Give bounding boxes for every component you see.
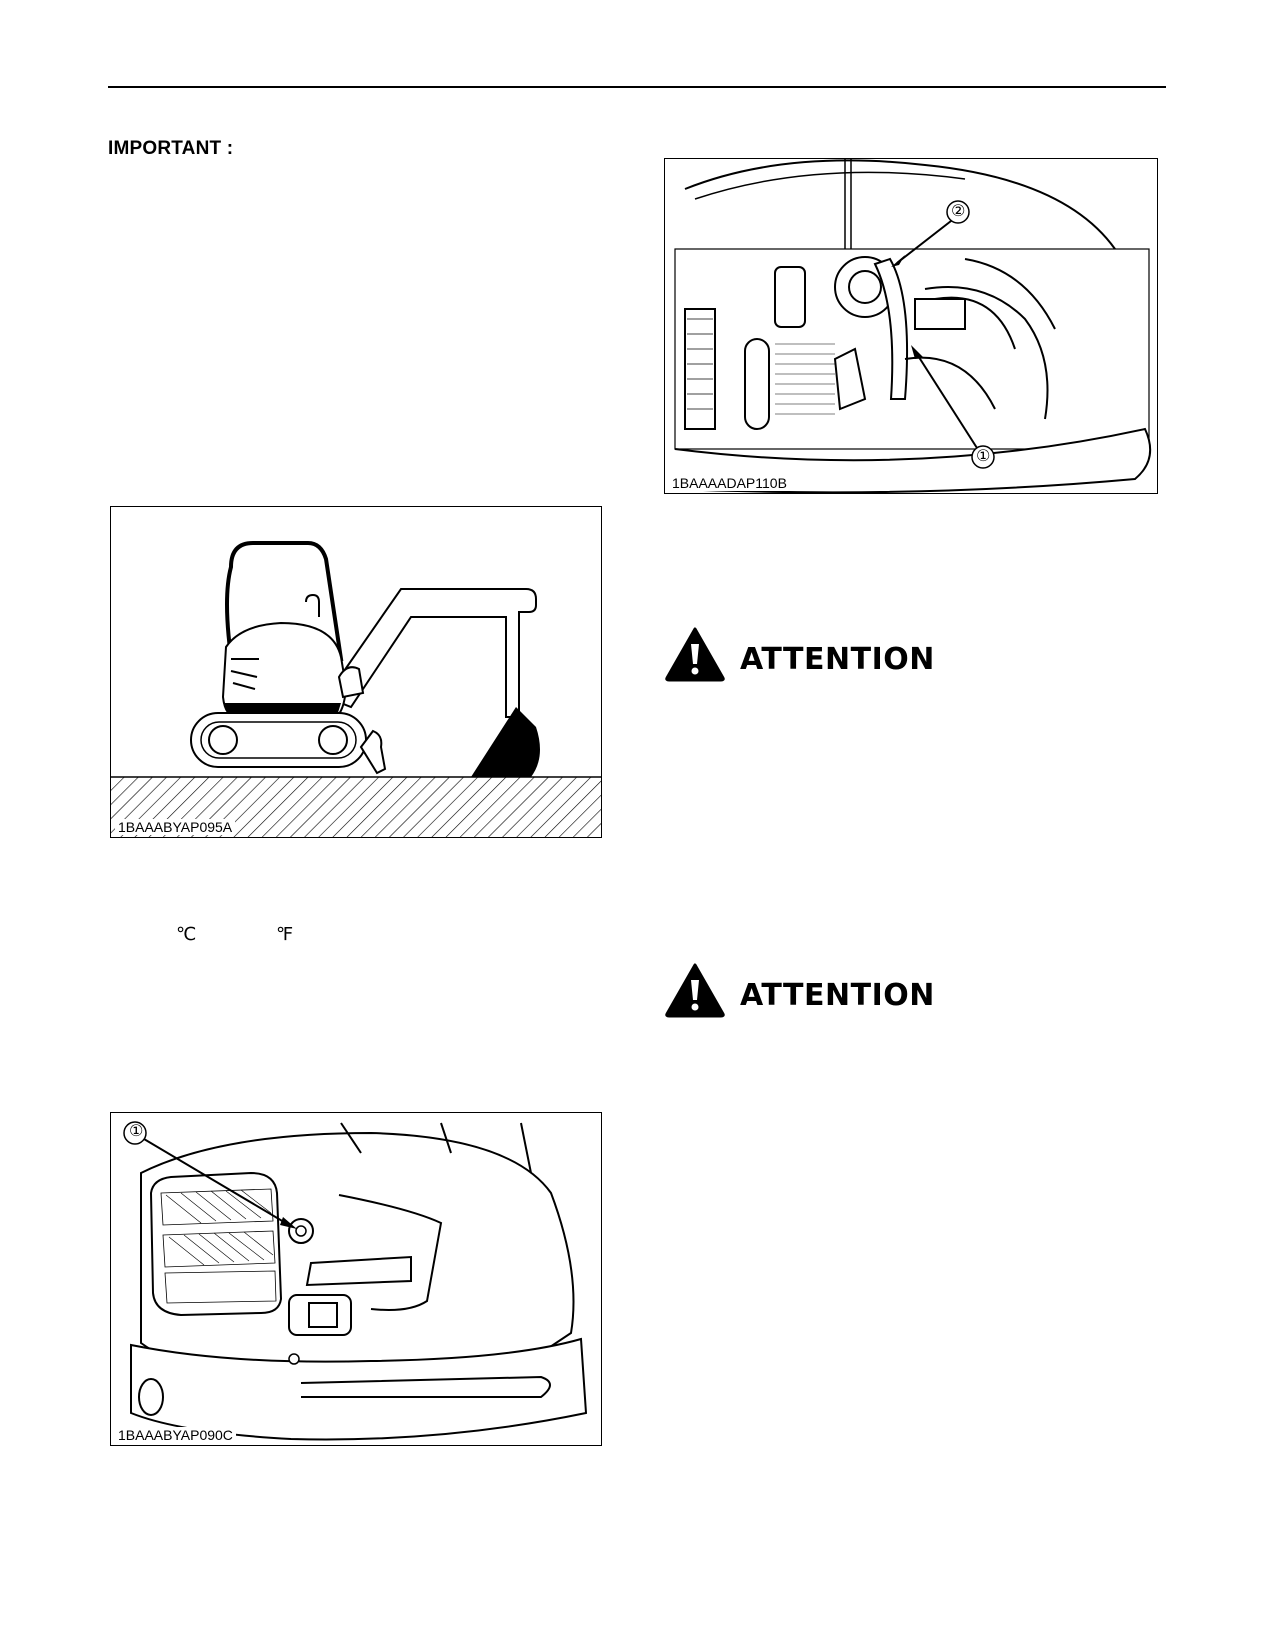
engine-cover-illustration — [123, 1121, 588, 1441]
attention-label: ATTENTION — [740, 642, 935, 677]
figure-code-label: 1BAAABYAP095A — [115, 819, 236, 835]
excavator-illustration — [111, 541, 601, 837]
attention-label: ATTENTION — [740, 978, 935, 1013]
callout-2-label: ② — [951, 203, 966, 220]
attention-warning: ATTENTION — [664, 626, 934, 692]
header-rule — [108, 86, 1166, 88]
figure-code-label: 1BAAABYAP090C — [115, 1427, 236, 1443]
fahrenheit-symbol: ℉ — [276, 924, 294, 944]
callout-1-label: ① — [976, 448, 991, 465]
warning-triangle-icon — [665, 627, 725, 682]
celsius-symbol: ℃ — [176, 924, 197, 944]
attention-warning: ATTENTION — [664, 962, 934, 1028]
callout-1-label: ① — [129, 1123, 144, 1140]
excavator-figure: 1BAAABYAP095A — [110, 506, 602, 838]
engine-cover-figure: ① 1BAAABYAP090C — [110, 1112, 602, 1446]
important-heading: IMPORTANT : — [108, 138, 234, 159]
warning-triangle-icon — [665, 963, 725, 1018]
engine-bay-figure: ② ① 1BAAAADAP110B — [664, 158, 1158, 494]
engine-bay-illustration — [674, 159, 1152, 493]
figure-code-label: 1BAAAADAP110B — [669, 475, 790, 491]
